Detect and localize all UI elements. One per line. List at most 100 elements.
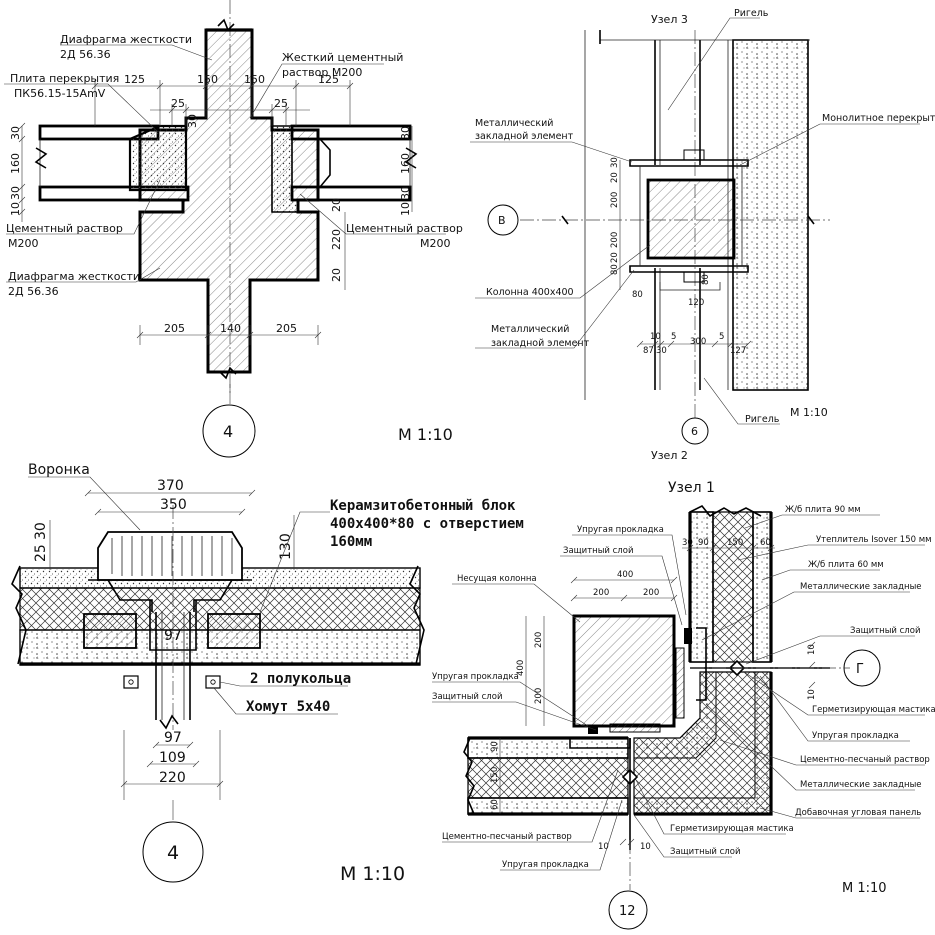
dim-87-q6: 87 [643,346,654,356]
node-marker-4-b [142,821,204,883]
label-hard-mortar-1: Жесткий цементный [282,51,403,64]
dim-200-b-q12: 200 [643,588,659,598]
label-mortar-left-1: Цементный раствор [6,222,123,235]
label-rigel-top: Ригель [734,8,769,19]
label-rigel-bottom: Ригель [745,414,780,425]
dim-80-c-q6: 80 [701,274,711,285]
funnel-grate [88,531,252,612]
corner-panel [633,671,773,816]
label-column: Колонна 400х400 [486,287,574,298]
dim-97-top: 97 [164,628,182,644]
dim-150-q12: 150 [727,538,743,548]
dim-30: 30 [33,522,49,540]
dim-97: 97 [164,730,182,746]
right-slab [271,124,418,213]
dim-205-left: 205 [164,322,185,335]
node-marker-12 [608,890,648,930]
dim-150-right: 150 [244,73,265,86]
axis-marker-b [487,204,519,236]
label-mortar-right-1: Цементный раствор [346,222,463,235]
dims-top: 125 150 150 125 25 25 30 [91,73,354,128]
dim-400-v-q12: 400 [516,660,526,676]
label-mortar-left-2: М200 [8,237,39,250]
label-block-3: 160мм [330,534,372,550]
labels-q12: Узел 1 Упругая прокладка Защитный слой Н… [432,480,935,930]
dim-200-v2-q12: 200 [534,688,544,704]
label-protect-2: Защитный слой [850,626,920,636]
dim-20-b: 20 [330,198,343,212]
dim-10-r1-q12: 10 [807,644,817,655]
label-elastic-1: Упругая прокладка [577,525,664,535]
dim-5-a-q6: 5 [671,332,676,342]
node-marker-4 [202,404,256,458]
label-mortar-b: Цементно-песчаный раствор [442,832,572,842]
left-slab [34,124,190,202]
dim-20-a-q6: 20 [610,172,620,183]
axis-marker-g [843,649,881,687]
label-slab60: Ж/б плита 60 мм [808,560,884,570]
dims-qv-top: 370 350 25 30 130 97 [33,478,295,644]
dim-90-q12: 90 [698,538,709,548]
dim-160-r: 160 [399,153,412,174]
dim-300-q6: 300 [690,337,706,347]
label-hard-mortar-2: раствор М200 [282,66,362,79]
label-block-2: 400х400*80 с отверстием [330,516,524,532]
label-diaphragm-top-code: 2Д 56.36 [60,48,111,61]
q12-title: Узел 1 [668,480,715,496]
label-embed-top-2: закладной элемент [475,131,574,142]
dim-200-b-q6: 200 [610,232,620,248]
node-marker-12-text: 12 [619,904,636,919]
dim-10-b2-q12: 10 [640,842,651,852]
label-diaphragm-top: Диафрагма жесткости [60,33,192,46]
axis-marker-g-text: Г [856,662,864,677]
dim-200-a-q6: 200 [610,192,620,208]
label-monolith: Монолитное перекрытие [822,113,935,124]
dims-q6: 20 30 200 200 80 20 80 80 120 10 5 5 87 … [610,157,752,356]
dim-30-a: 30 [9,126,22,140]
dims-qv-bottom: 97 109 220 [120,730,224,800]
dim-200-v1-q12: 200 [534,632,544,648]
dims-left: 30 160 30 10 [9,122,26,222]
node-marker-6 [681,417,709,445]
dim-30-a-q6: 30 [610,157,620,168]
dims-right: 30 160 30 10 220 20 20 [330,126,413,290]
label-slab90: Ж/б плита 90 мм [785,505,861,515]
dim-20-b-q6: 20 [610,252,620,263]
dim-60-q12: 60 [760,538,771,548]
dim-140: 140 [220,322,241,335]
dims-q12-left: 400 200 200 90 150 60 [490,616,545,814]
dim-30-q12: 30 [682,538,693,548]
dim-25: 25 [33,544,49,562]
axis-marker-b-text: В [498,214,506,227]
label-corner: Добавочная угловая панель [795,808,921,818]
label-sealant-1: Герметизирующая мастика [812,705,935,715]
dim-200-a-q12: 200 [593,588,609,598]
label-embed-bottom-2: закладной элемент [491,338,590,349]
scale-q12: М 1:10 [842,881,887,896]
label-block-1: Керамзитобетонный блок [330,498,516,514]
label-protect-l: Защитный слой [432,692,502,702]
dim-370: 370 [157,478,184,494]
label-bearing: Несущая колонна [457,574,537,584]
dim-30-r-top: 30 [399,126,412,140]
label-protect-b: Защитный слой [670,847,740,857]
scale-q6: М 1:10 [790,406,828,419]
dim-10-r: 10 [399,202,412,216]
label-embeds-1: Металлические закладные [800,582,922,592]
dim-220-qv: 220 [159,770,186,786]
dim-120-q6: 120 [688,298,704,308]
dim-20-a: 20 [330,268,343,282]
dim-30-b-q6: 30 [656,346,667,356]
dim-125-right: 125 [318,73,339,86]
dim-400-q12: 400 [617,570,633,580]
label-sealant-b: Герметизирующая мастика [670,824,794,834]
q6-bottom-title: Узел 2 [651,449,688,462]
label-elastic-l: Упругая прокладка [432,672,519,682]
node-4-roof-funnel: 370 350 25 30 130 97 97 109 220 Воронка [11,462,524,885]
dim-10-q6: 10 [650,332,661,342]
label-diaphragm-bottom-code: 2Д 56.36 [8,285,59,298]
label-mortar-right-2: М200 [420,237,451,250]
label-elastic-b: Упругая прокладка [502,860,589,870]
labels-q6: Узел 3 Ригель Металлический закладной эл… [470,8,935,462]
node-12-corner-panel: 30 90 150 60 400 200 200 400 200 200 90 … [432,480,935,930]
